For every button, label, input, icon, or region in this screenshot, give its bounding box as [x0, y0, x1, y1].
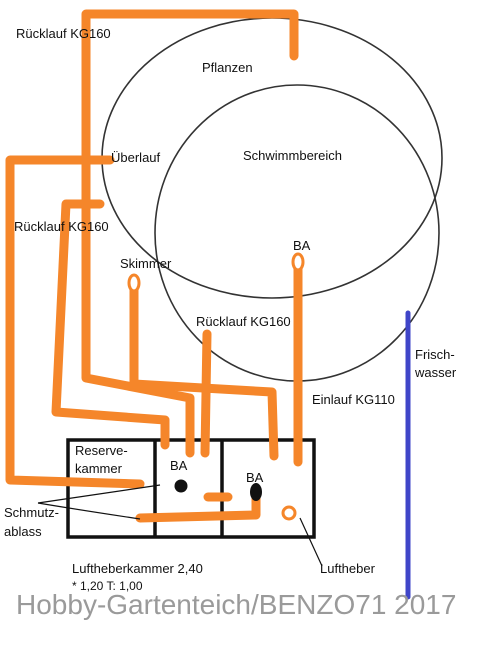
kammer-label-1: Luftheberkammer 2,40	[72, 561, 203, 576]
ba-right-drain-icon	[250, 483, 262, 501]
schmutz-label-1: Schmutz-	[4, 505, 59, 520]
ba-pond-label: BA	[293, 238, 311, 253]
ruecklauf-inner-pipe	[200, 329, 212, 458]
frischwasser-label-2: wasser	[414, 365, 457, 380]
ba-pond-drain-icon	[291, 252, 305, 272]
skimmer-label: Skimmer	[120, 256, 172, 271]
ba-left-drain-icon	[174, 479, 188, 493]
skimmer-icon	[127, 273, 141, 293]
airlift-icon	[281, 505, 297, 521]
kammer-label-2: * 1,20 T: 1,00	[72, 579, 143, 593]
ueberlauf-label: Überlauf	[111, 150, 161, 165]
reserve-label-1: Reserve-	[75, 443, 128, 458]
schmutz-leader-1	[37, 484, 161, 504]
schwimmbereich-label: Schwimmbereich	[243, 148, 342, 163]
frischwasser-label-1: Frisch-	[415, 347, 455, 362]
ba-right-label: BA	[246, 470, 264, 485]
ruecklauf-top-pipe	[81, 9, 299, 458]
pflanzen-label: Pflanzen	[202, 60, 253, 75]
schmutz-leader-2	[37, 502, 141, 520]
ruecklauf-mid-label: Rücklauf KG160	[14, 219, 109, 234]
ruecklauf-inner-label: Rücklauf KG160	[196, 314, 291, 329]
schmutz-label-2: ablass	[4, 524, 42, 539]
ueberlauf-pipe	[5, 155, 145, 489]
ruecklauf-mid-pipe	[51, 199, 170, 450]
luftheber-leader	[299, 517, 323, 567]
luftheber-label: Luftheber	[320, 561, 376, 576]
reserve-label-2: kammer	[75, 461, 123, 476]
ruecklauf-top-label: Rücklauf KG160	[16, 26, 111, 41]
outlet-pipe	[135, 485, 261, 523]
watermark-text: Hobby-Gartenteich/BENZO71 2017	[16, 589, 456, 620]
einlauf-label: Einlauf KG110	[312, 392, 395, 407]
ba-left-label: BA	[170, 458, 188, 473]
